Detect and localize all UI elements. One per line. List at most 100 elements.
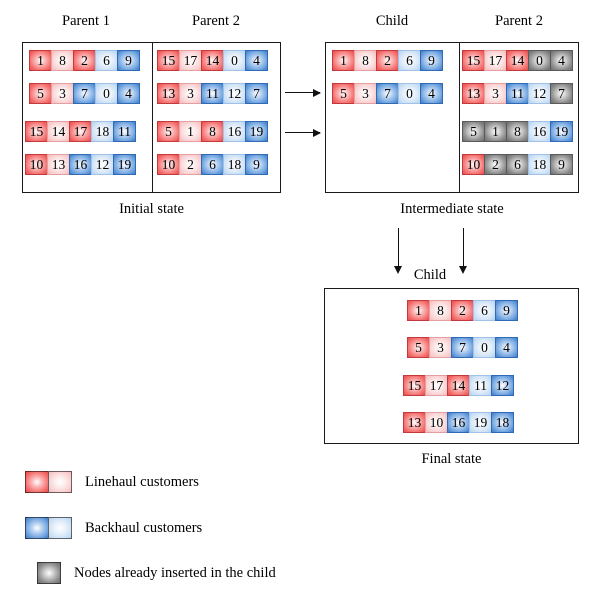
gene-cell: 2 [484,154,507,175]
gene-cell: 6 [201,154,224,175]
gene-cell: 11 [469,375,492,396]
legend-swatch-lred [48,471,72,493]
gene-cell: 8 [429,300,452,321]
gene-cell: 4 [495,337,518,358]
legend-item-backhaul: Backhaul customers [25,517,202,539]
gene-cell: 9 [245,154,268,175]
gene-cell: 7 [73,83,96,104]
gene-cell: 9 [117,50,140,71]
gene-cell: 3 [484,83,507,104]
gene-cell: 8 [354,50,377,71]
gene-cell: 2 [179,154,202,175]
gene-cell: 1 [179,121,202,142]
gene-cell: 2 [376,50,399,71]
intermediate-state-caption: Intermediate state [400,201,504,217]
gene-cell: 4 [550,50,573,71]
gene-cell: 11 [201,83,224,104]
gene-cell: 16 [69,154,92,175]
gene-cell: 19 [469,412,492,433]
gene-cell: 0 [223,50,246,71]
gene-cell: 0 [473,337,496,358]
gene-cell: 3 [354,83,377,104]
gene-cell: 17 [484,50,507,71]
gene-cell: 3 [51,83,74,104]
intermediate-panel-divider [459,42,460,193]
gene-cell: 2 [451,300,474,321]
gene-cell: 10 [25,154,48,175]
gene-cell: 9 [495,300,518,321]
initial-panel-divider [152,42,153,193]
gene-cell: 14 [506,50,529,71]
final-state-caption: Final state [421,451,482,467]
gene-cell: 18 [91,121,114,142]
gene-cell: 15 [403,375,426,396]
gene-cell: 13 [403,412,426,433]
gene-cell: 12 [528,83,551,104]
gene-cell: 4 [245,50,268,71]
gene-cell: 6 [473,300,496,321]
gene-cell: 6 [398,50,421,71]
gene-cell: 14 [47,121,70,142]
gene-cell: 5 [332,83,355,104]
gene-cell: 12 [223,83,246,104]
gene-cell: 6 [95,50,118,71]
gene-cell: 10 [462,154,485,175]
gene-cell: 3 [179,83,202,104]
gene-cell: 11 [506,83,529,104]
legend-label: Nodes already inserted in the child [74,564,276,581]
gene-cell: 9 [420,50,443,71]
gene-cell: 19 [113,154,136,175]
gene-cell: 15 [157,50,180,71]
gene-cell: 17 [425,375,448,396]
transfer-arrow-bottom [285,128,321,137]
gene-cell: 18 [528,154,551,175]
initial-parent2-title: Parent 2 [192,13,240,29]
gene-cell: 15 [25,121,48,142]
gene-cell: 8 [201,121,224,142]
gene-cell: 19 [245,121,268,142]
legend-swatch-blue [25,517,49,539]
gene-cell: 1 [407,300,430,321]
gene-cell: 4 [117,83,140,104]
gene-cell: 5 [157,121,180,142]
initial-parent1-title: Parent 1 [62,13,110,29]
final-child-title: Child [413,267,447,283]
gene-cell: 7 [245,83,268,104]
gene-cell: 1 [484,121,507,142]
gene-cell: 13 [157,83,180,104]
gene-cell: 17 [69,121,92,142]
transfer-arrow-top [285,88,321,97]
gene-cell: 13 [47,154,70,175]
legend-swatch-lblue [48,517,72,539]
gene-cell: 10 [425,412,448,433]
gene-cell: 7 [376,83,399,104]
gene-cell: 18 [491,412,514,433]
legend-swatch-gray [37,562,61,584]
gene-cell: 1 [29,50,52,71]
gene-cell: 0 [528,50,551,71]
gene-cell: 18 [223,154,246,175]
gene-cell: 0 [398,83,421,104]
intermediate-child-title: Child [375,13,409,29]
gene-cell: 14 [447,375,470,396]
intermediate-parent2-title: Parent 2 [495,13,543,29]
gene-cell: 9 [550,154,573,175]
gene-cell: 5 [407,337,430,358]
legend-label: Backhaul customers [85,519,203,536]
gene-cell: 0 [95,83,118,104]
merge-arrow-right [459,228,468,274]
